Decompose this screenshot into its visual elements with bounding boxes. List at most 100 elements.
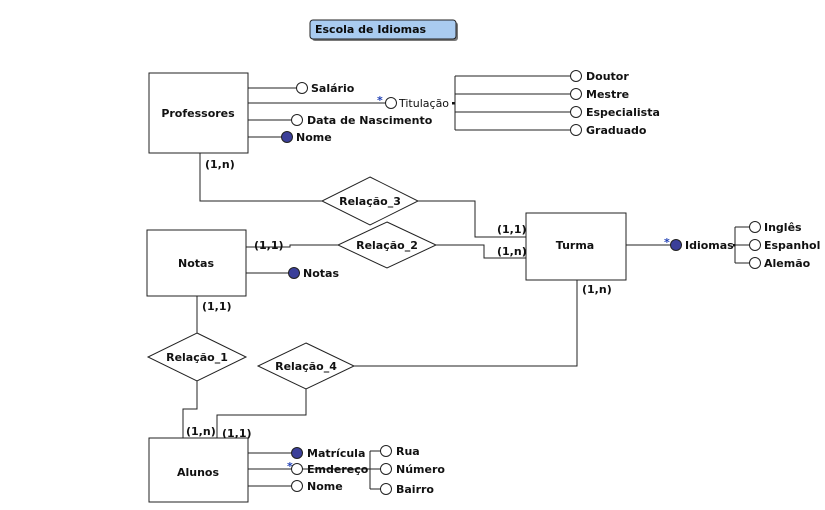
attribute-label: Inglês: [764, 221, 802, 234]
attribute-graduado[interactable]: Graduado: [570, 124, 647, 137]
attribute-label: Rua: [396, 445, 420, 458]
attribute-especialista[interactable]: Especialista: [570, 106, 660, 119]
attribute-notas[interactable]: Notas: [288, 267, 340, 280]
attribute-label: Titulação: [398, 97, 449, 110]
entity-label: Alunos: [177, 466, 220, 479]
attribute-label: Notas: [303, 267, 339, 280]
attribute-dot: [733, 244, 736, 247]
attribute-circle: [749, 257, 761, 269]
multivalued-star: *: [664, 236, 670, 249]
entity-label: Notas: [178, 257, 214, 270]
attribute-rua[interactable]: Rua: [380, 445, 420, 458]
attribute-label: Espanhol: [764, 239, 820, 252]
attribute-circle: [291, 480, 303, 492]
cardinality-prof-r3: (1,n): [205, 158, 235, 171]
cardinality-turma-r3: (1,1): [497, 223, 527, 236]
title-box: [309, 19, 457, 40]
attribute-label: Alemão: [764, 257, 811, 270]
cardinality-alunos-r1: (1,n): [186, 425, 216, 438]
entity-notas[interactable]: Notas: [146, 229, 247, 297]
entity-box: [148, 437, 249, 503]
attribute-circle: [570, 106, 582, 118]
relation-2[interactable]: Relação_2: [336, 221, 438, 269]
line-notas-r2: [246, 244, 338, 248]
attribute-label: Nome: [296, 131, 332, 144]
relation-diamond: [336, 221, 438, 269]
entity-box: [148, 72, 249, 154]
relation-diamond: [256, 342, 356, 390]
cardinality-notas-r2: (1,1): [254, 239, 284, 252]
relation-diamond: [146, 332, 248, 382]
attribute-titulacao[interactable]: * Titulação: [377, 94, 455, 110]
attribute-circle: [380, 483, 392, 495]
attribute-circle: [380, 463, 392, 475]
relation-3[interactable]: Relação_3: [320, 176, 420, 226]
attribute-salario[interactable]: Salário: [296, 82, 355, 95]
relation-1[interactable]: Relação_1: [146, 332, 248, 382]
cardinality-turma-r2: (1,n): [497, 245, 527, 258]
attribute-label: Idiomas: [685, 239, 734, 252]
diagram-title: Escola de Idiomas: [309, 19, 458, 41]
attribute-label: Graduado: [586, 124, 647, 137]
relation-label: Relação_4: [275, 360, 337, 373]
attribute-circle: [296, 82, 308, 94]
cardinality-alunos-r4: (1,1): [222, 427, 252, 440]
attribute-alemao[interactable]: Alemão: [749, 257, 811, 270]
relation-label: Relação_1: [166, 351, 228, 364]
attribute-endereco[interactable]: * Emdereço: [287, 460, 369, 476]
attribute-data-nascimento[interactable]: Data de Nascimento: [291, 114, 433, 127]
entity-professores[interactable]: Professores: [148, 72, 249, 154]
line-turma-r4: [354, 280, 578, 367]
attribute-circle: [385, 97, 397, 109]
attribute-label: Bairro: [396, 483, 434, 496]
attribute-circle: [570, 70, 582, 82]
attribute-circle: [749, 239, 761, 251]
line-prof-r3: [199, 153, 322, 202]
attribute-label: Doutor: [586, 70, 629, 83]
attribute-numero[interactable]: Número: [380, 463, 446, 476]
attribute-label: Nome: [307, 480, 343, 493]
attribute-doutor[interactable]: Doutor: [570, 70, 630, 83]
attribute-circle: [380, 445, 392, 457]
attribute-mestre[interactable]: Mestre: [570, 88, 630, 101]
attribute-label: Especialista: [586, 106, 660, 119]
key-attribute-circle: [281, 131, 293, 143]
line-r2-turma: [436, 244, 526, 259]
attribute-nome-professor[interactable]: Nome: [281, 131, 332, 144]
multivalued-star: *: [287, 460, 293, 473]
attribute-label: Salário: [311, 82, 355, 95]
entity-label: Professores: [161, 107, 235, 120]
attribute-dot: [452, 102, 455, 105]
relation-label: Relação_3: [339, 195, 401, 208]
attribute-label: Número: [396, 463, 445, 476]
attribute-ingles[interactable]: Inglês: [749, 221, 803, 234]
attribute-circle: [749, 221, 761, 233]
attribute-matricula[interactable]: Matrícula: [291, 447, 366, 460]
attribute-bairro[interactable]: Bairro: [380, 483, 435, 496]
entity-box: [146, 229, 247, 297]
attribute-espanhol[interactable]: Espanhol: [749, 239, 821, 252]
attribute-label: Matrícula: [307, 447, 365, 460]
attribute-circle: [291, 463, 303, 475]
key-attribute-circle: [670, 239, 682, 251]
attribute-label: Data de Nascimento: [307, 114, 433, 127]
line-r3-turma: [418, 200, 526, 238]
entity-label: Turma: [556, 239, 594, 252]
attribute-idiomas[interactable]: * Idiomas: [664, 236, 736, 252]
relation-label: Relação_2: [356, 239, 418, 252]
title-text: Escola de Idiomas: [315, 23, 427, 36]
relation-4[interactable]: Relação_4: [256, 342, 356, 390]
attribute-circle: [570, 124, 582, 136]
entity-turma[interactable]: Turma: [525, 212, 627, 281]
line-r4-alunos: [216, 389, 307, 438]
key-attribute-circle: [291, 447, 303, 459]
line-r1-alunos: [182, 381, 198, 438]
key-attribute-circle: [288, 267, 300, 279]
attribute-label: Mestre: [586, 88, 629, 101]
entity-alunos[interactable]: Alunos: [148, 437, 249, 503]
attribute-label: Emdereço: [307, 463, 369, 476]
relation-diamond: [320, 176, 420, 226]
attribute-nome-aluno[interactable]: Nome: [291, 480, 343, 493]
attribute-circle: [570, 88, 582, 100]
